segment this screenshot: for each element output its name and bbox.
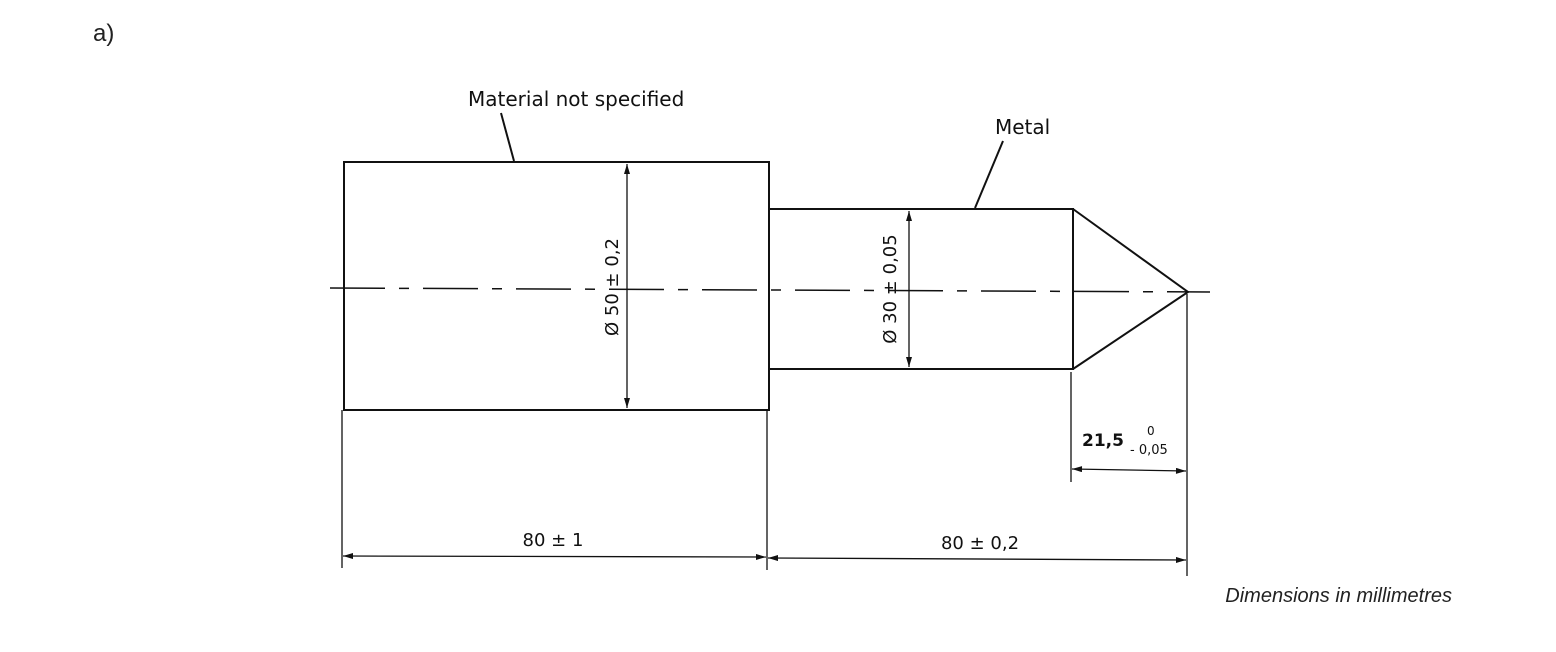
left-cylinder bbox=[343, 161, 770, 411]
units-note: Dimensions in millimetres bbox=[1225, 585, 1452, 607]
leader-left bbox=[500, 112, 515, 162]
dim-cone-length: 21,5 bbox=[1082, 431, 1124, 451]
dim-line-cone bbox=[1071, 466, 1187, 474]
dim-d50: Ø 50 ± 0,2 bbox=[602, 238, 623, 336]
dim-line-left-length bbox=[342, 553, 767, 560]
dim-cone-tol-upper: 0 bbox=[1147, 424, 1155, 438]
leader-right bbox=[974, 140, 1004, 209]
figure-label: a) bbox=[93, 20, 115, 47]
dim-right-length: 80 ± 0,2 bbox=[941, 533, 1019, 554]
right-cylinder bbox=[768, 208, 1074, 370]
dim-d30: Ø 30 ± 0,05 bbox=[880, 234, 901, 343]
dim-line-right-length bbox=[767, 555, 1187, 563]
callout-metal: Metal bbox=[995, 115, 1050, 139]
dim-left-length: 80 ± 1 bbox=[523, 530, 584, 551]
dim-cone-tol-lower: - 0,05 bbox=[1130, 443, 1168, 458]
center-line bbox=[329, 287, 1211, 293]
cone-tip bbox=[1072, 208, 1190, 370]
callout-left-part: Material not specified bbox=[468, 87, 684, 111]
